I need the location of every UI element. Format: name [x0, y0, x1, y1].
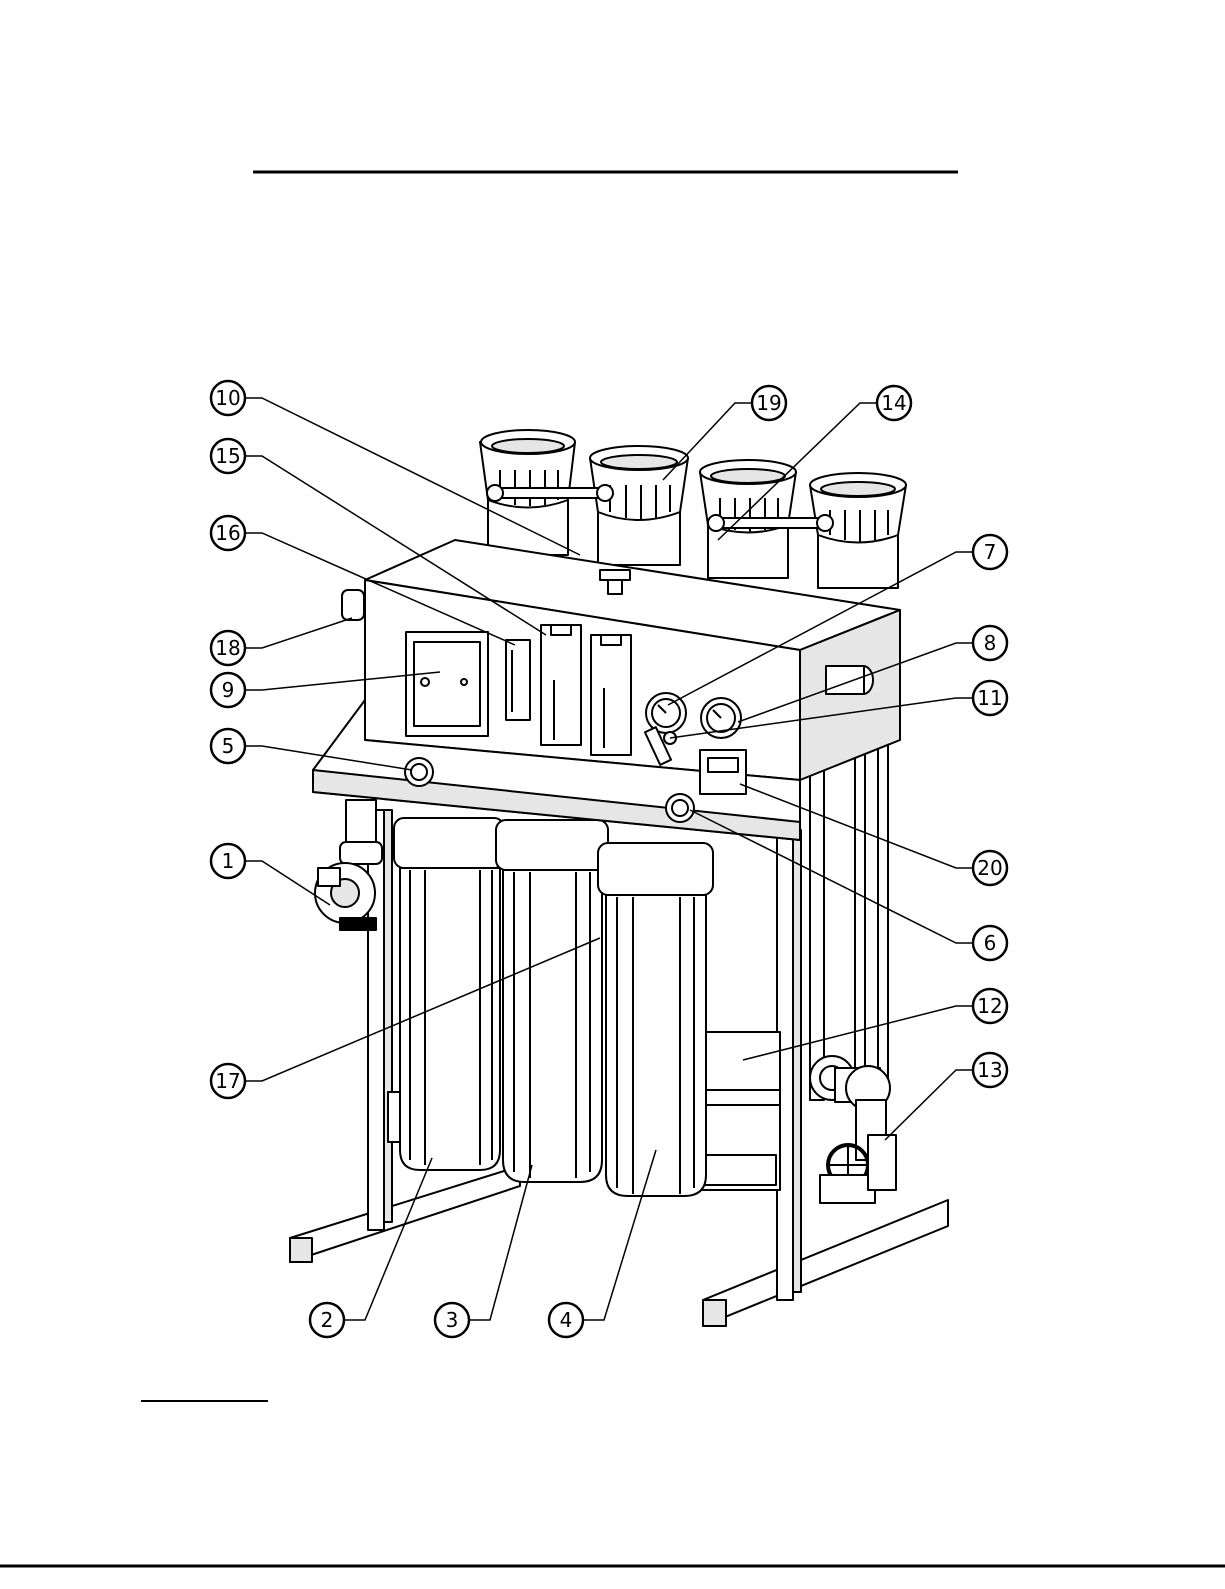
filter-housing-4	[598, 843, 713, 1196]
callout-number: 8	[984, 631, 997, 655]
filter-housing-3	[496, 820, 608, 1182]
callout-number: 20	[977, 856, 1002, 880]
display-meter-20	[700, 750, 746, 794]
outlet-plumbing	[810, 1056, 896, 1203]
base-skid-left	[290, 1166, 520, 1262]
callout-number: 5	[222, 734, 235, 758]
callout-18: 18	[211, 618, 352, 665]
callout-number: 1	[222, 849, 235, 873]
callout-number: 17	[215, 1069, 240, 1093]
callout-leader-line	[245, 618, 352, 648]
flowmeter-16	[506, 640, 530, 720]
flowmeter-15	[541, 625, 581, 745]
callout-number: 6	[984, 931, 997, 955]
callout-number: 13	[977, 1058, 1002, 1082]
callout-number: 12	[977, 994, 1002, 1018]
pressure-gauge-8	[701, 698, 741, 738]
membrane-housing-2	[590, 446, 688, 565]
callout-number: 4	[560, 1308, 573, 1332]
base-skid-right	[703, 1200, 948, 1326]
callout-number: 9	[222, 678, 235, 702]
callout-13: 13	[885, 1053, 1007, 1140]
callout-number: 11	[977, 686, 1002, 710]
filter-housing-2	[394, 818, 504, 1170]
item-12-box	[706, 1032, 780, 1090]
callout-number: 14	[881, 391, 906, 415]
callout-number: 19	[756, 391, 781, 415]
callout-number: 16	[215, 521, 240, 545]
machine	[290, 430, 948, 1326]
callout-number: 10	[215, 386, 240, 410]
callout-number: 2	[321, 1308, 334, 1332]
callout-leader-line	[885, 1070, 973, 1140]
callout-number: 18	[215, 636, 240, 660]
flowmeter-right	[591, 635, 631, 755]
callout-number: 7	[984, 540, 997, 564]
callout-number: 15	[215, 444, 240, 468]
callout-number: 3	[446, 1308, 459, 1332]
callout-1: 1	[211, 844, 330, 905]
controller-panel	[406, 632, 488, 736]
